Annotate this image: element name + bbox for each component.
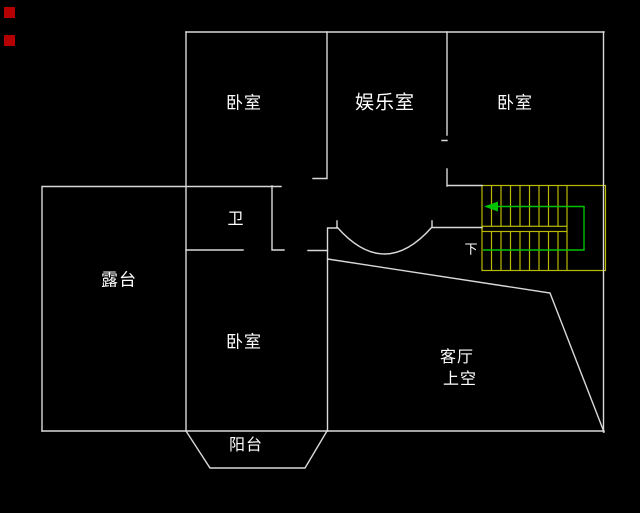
stair-direction-path: [483, 201, 585, 251]
arched-opening: [336, 220, 433, 255]
room-label-bedroom-top-left: 卧室: [226, 93, 262, 114]
room-label-bathroom: 卫: [227, 209, 245, 228]
room-label-bedroom-bottom: 卧室: [226, 332, 262, 353]
void-diagonal: [326, 258, 605, 433]
room-label-balcony: 阳台: [228, 435, 264, 454]
stair-break-bar: [481, 225, 568, 233]
stair-direction-arrow: [484, 201, 498, 212]
room-label-bedroom-top-right: 卧室: [497, 93, 533, 114]
wall-entertainment-bedroom2: [441, 31, 483, 187]
room-label-living-void-line2: 上空: [442, 369, 478, 388]
void-left-wall: [326, 227, 338, 432]
wall-bedroom1-entertainment: [312, 31, 328, 180]
bathroom-right-wall: [271, 185, 285, 251]
room-label-terrace: 露台: [101, 270, 137, 291]
terrace-wall: [41, 185, 282, 432]
room-label-living-void-line1: 客厅: [439, 347, 475, 366]
balcony-outline: [185, 430, 328, 469]
wall-lines: [41, 31, 605, 469]
room-label-entertainment: 娱乐室: [354, 91, 416, 114]
stair-treads-lower: [490, 231, 568, 271]
red-corner-markers: [4, 7, 15, 46]
red-marker-2: [4, 35, 15, 46]
stair-down-label: 下: [464, 242, 478, 258]
stair-unit: [481, 184, 607, 272]
red-marker-1: [4, 7, 15, 18]
